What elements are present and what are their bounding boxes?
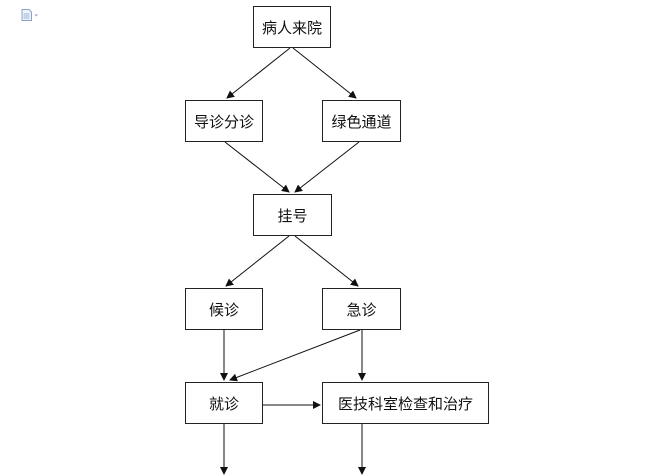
- node-registration: 挂号: [253, 194, 332, 236]
- node-label: 就诊: [208, 394, 239, 413]
- node-label: 病人来院: [261, 18, 322, 37]
- arrow-registration-to-emergency: [294, 235, 359, 287]
- node-waiting: 候诊: [185, 288, 263, 330]
- node-label: 医技科室检查和治疗: [337, 394, 473, 413]
- node-consultation: 就诊: [185, 382, 263, 424]
- node-medical-tech-exam: 医技科室检查和治疗: [322, 382, 489, 424]
- node-label: 急诊: [346, 300, 377, 319]
- node-triage: 导诊分诊: [185, 100, 263, 142]
- arrow-patient-to-triage: [226, 47, 291, 99]
- node-patient-arrival: 病人来院: [253, 6, 331, 48]
- node-label: 导诊分诊: [193, 112, 254, 131]
- node-label: 绿色通道: [331, 112, 392, 131]
- node-label: 挂号: [277, 206, 308, 225]
- node-label: 候诊: [208, 300, 239, 319]
- arrow-green-channel-to-registration: [294, 141, 360, 193]
- arrow-registration-to-waiting: [225, 235, 290, 287]
- document-icon[interactable]: [21, 9, 39, 21]
- arrow-patient-to-green-channel: [292, 47, 357, 99]
- arrow-triage-to-registration: [224, 141, 290, 193]
- node-green-channel: 绿色通道: [322, 100, 401, 142]
- arrow-emergency-to-consultation: [229, 329, 361, 382]
- node-emergency: 急诊: [322, 288, 401, 330]
